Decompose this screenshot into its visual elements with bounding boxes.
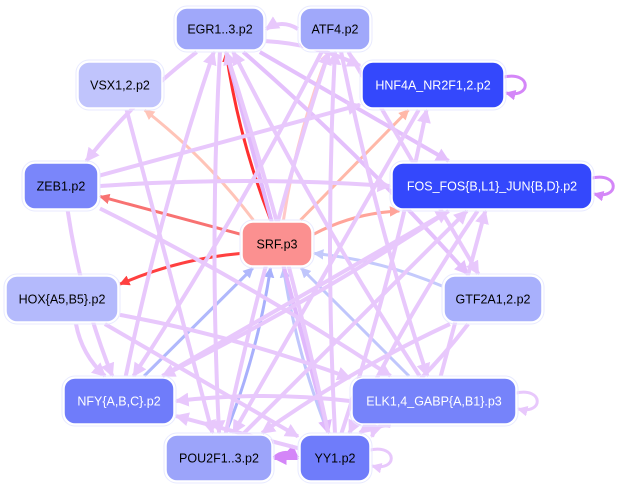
- node-box: [165, 434, 273, 482]
- edge-SRF-to-HNF4A: [299, 108, 410, 222]
- node-halo: [21, 160, 101, 212]
- node-label: HOX{A5,B5}.p2: [19, 292, 106, 306]
- edge-ATF4-to-ELK1: [339, 51, 431, 378]
- edge-ATF4-to-NFY: [131, 51, 324, 378]
- node-box: [5, 275, 119, 323]
- edge-NFY-to-EGR: [123, 50, 217, 377]
- node-label: YY1.p2: [314, 451, 355, 465]
- edge-ATF4-to-EGR: [264, 16, 300, 31]
- edge-EGR-to-GTF2A1: [241, 50, 470, 276]
- node-gtf2a1[interactable]: GTF2A1,2.p2: [441, 273, 545, 325]
- node-label: SRF.p3: [257, 237, 298, 251]
- node-egr[interactable]: EGR1..3.p2: [173, 5, 267, 53]
- node-label: ATF4.p2: [311, 22, 358, 36]
- node-label: ZEB1.p2: [37, 179, 86, 193]
- edge-NFY-to-FOS: [161, 209, 450, 378]
- node-box: [361, 61, 505, 109]
- edge-HOX-to-ELK1: [119, 312, 352, 381]
- edge-ELK1-to-YY1: [369, 422, 392, 439]
- edge-ELK1-to-EGR: [231, 50, 422, 378]
- node-label: GTF2A1,2.p2: [455, 292, 530, 306]
- node-halo: [173, 5, 267, 53]
- node-nfy[interactable]: NFY{A,B,C}.p2: [61, 375, 177, 427]
- edge-ZEB1-to-HNF4A: [99, 101, 362, 178]
- node-fos[interactable]: FOS_FOS{B,L1}_JUN{B,D}.p2: [389, 160, 595, 212]
- node-pou2f1[interactable]: POU2F1..3.p2: [163, 432, 275, 484]
- edge-SRF-to-VSX: [143, 108, 255, 221]
- node-halo: [297, 5, 373, 53]
- edge-SRF-to-HOX: [119, 251, 241, 286]
- node-box: [63, 377, 175, 425]
- node-box: [175, 7, 265, 51]
- node-halo: [389, 160, 595, 212]
- node-box: [351, 377, 517, 425]
- node-label: ELK1,4_GABP{A,B1}.p3: [366, 394, 502, 408]
- edge-ZEB1-to-FOS: [99, 178, 392, 193]
- node-halo: [359, 59, 507, 111]
- node-box: [443, 275, 543, 323]
- node-halo: [3, 273, 121, 325]
- edge-YY1-to-ATF4: [327, 50, 342, 434]
- node-box: [77, 61, 163, 109]
- node-halo: [441, 273, 545, 325]
- node-box: [23, 162, 99, 210]
- node-vsx[interactable]: VSX1,2.p2: [75, 59, 165, 111]
- edge-SRF-to-ZEB1: [98, 193, 241, 236]
- node-box: [391, 162, 593, 210]
- edge-HOX-to-NFY: [74, 323, 107, 378]
- node-atf4[interactable]: ATF4.p2: [297, 5, 373, 53]
- edge-POU2F1-to-FOS: [242, 209, 469, 435]
- self-loop-FOS: [591, 175, 615, 202]
- node-label: NFY{A,B,C}.p2: [77, 394, 160, 408]
- node-hnf4a[interactable]: HNF4A_NR2F1,2.p2: [359, 59, 507, 111]
- edge-GTF2A1-to-POU2F1: [260, 322, 451, 435]
- node-halo: [75, 59, 165, 111]
- node-label: VSX1,2.p2: [90, 78, 150, 92]
- node-halo: [239, 219, 315, 269]
- node-elk1[interactable]: ELK1,4_GABP{A,B1}.p3: [349, 375, 519, 427]
- node-label: EGR1..3.p2: [187, 22, 252, 36]
- edge-VSX-to-POU2F1: [124, 109, 216, 435]
- node-hox[interactable]: HOX{A5,B5}.p2: [3, 273, 121, 325]
- edge-HNF4A-to-POU2F1: [231, 109, 421, 435]
- node-label: HNF4A_NR2F1,2.p2: [375, 78, 490, 92]
- node-halo: [61, 375, 177, 427]
- edge-ELK1-to-NFY: [174, 392, 351, 407]
- edges: [65, 16, 615, 474]
- edge-FOS-to-NFY: [161, 209, 450, 378]
- edge-NFY-to-SRF: [143, 266, 254, 378]
- node-srf[interactable]: SRF.p3: [239, 219, 315, 269]
- edge-POU2F1-to-SRF: [224, 266, 275, 434]
- node-box: [241, 221, 313, 267]
- self-loop-YY1: [369, 447, 393, 474]
- edge-YY1-to-SRF: [279, 266, 330, 434]
- self-loop-HNF4A: [503, 74, 527, 101]
- node-halo: [297, 432, 373, 484]
- node-box: [299, 434, 371, 482]
- node-label: POU2F1..3.p2: [179, 451, 259, 465]
- node-zeb1[interactable]: ZEB1.p2: [21, 160, 101, 212]
- node-box: [299, 7, 371, 51]
- self-loop-ELK1: [515, 390, 539, 417]
- node-halo: [163, 432, 275, 484]
- edge-ZEB1-to-ELK1: [99, 206, 392, 378]
- node-halo: [349, 375, 519, 427]
- node-yy1[interactable]: YY1.p2: [297, 432, 373, 484]
- node-label: FOS_FOS{B,L1}_JUN{B,D}.p2: [407, 179, 577, 193]
